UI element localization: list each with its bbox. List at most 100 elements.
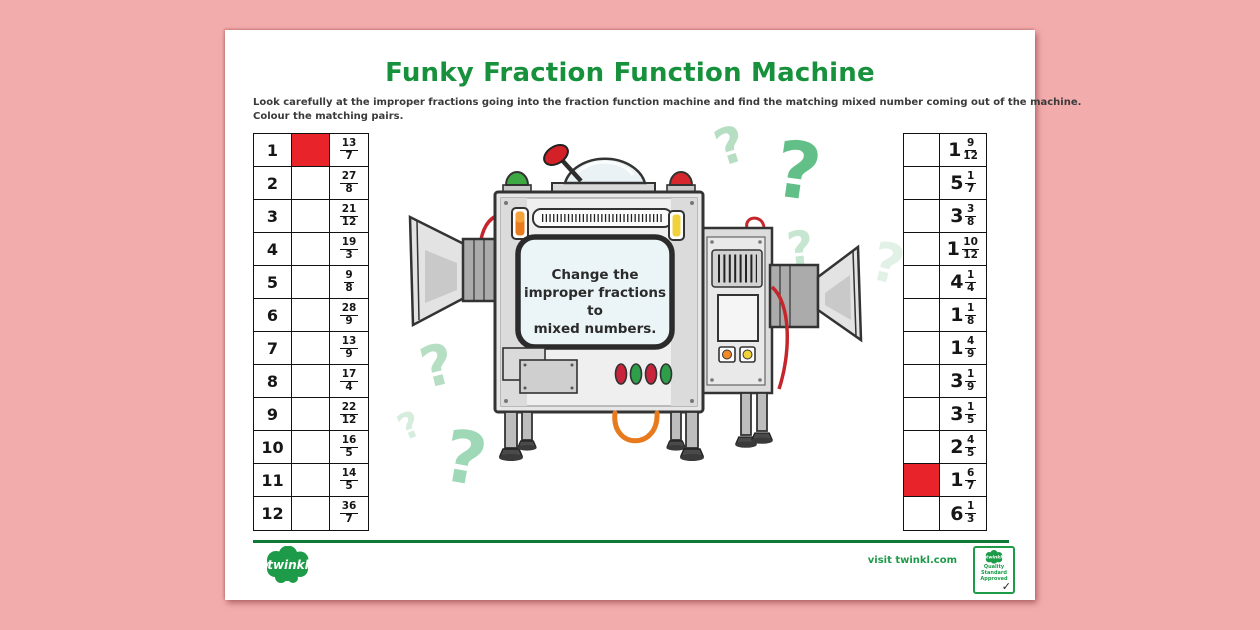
row-number: 10 (254, 431, 292, 464)
row-number: 8 (254, 365, 292, 398)
indicator-lights (614, 363, 673, 385)
machine-legs (498, 411, 705, 462)
colour-cell[interactable] (292, 299, 330, 332)
lever[interactable] (540, 141, 583, 183)
row-number: 11 (254, 464, 292, 497)
right-horn (768, 244, 863, 343)
yellow-button[interactable] (668, 210, 685, 241)
colour-cell[interactable] (904, 332, 940, 365)
colour-cell[interactable] (292, 431, 330, 464)
row-number: 3 (254, 200, 292, 233)
colour-cell[interactable] (904, 266, 940, 299)
row-number: 9 (254, 398, 292, 431)
machine-screen (515, 234, 675, 350)
orange-button[interactable] (511, 207, 529, 240)
orange-cable (612, 410, 660, 444)
colour-cell[interactable] (904, 464, 940, 497)
colour-cell[interactable] (904, 299, 940, 332)
colour-cell[interactable] (904, 233, 940, 266)
side-yellow-button[interactable] (739, 346, 756, 363)
colour-cell[interactable] (292, 134, 330, 167)
page-title: Funky Fraction Function Machine (385, 58, 875, 88)
colour-cell[interactable] (292, 398, 330, 431)
colour-cell[interactable] (904, 398, 940, 431)
colour-cell[interactable] (904, 134, 940, 167)
colour-cell[interactable] (904, 497, 940, 530)
badge-line2: Approved (980, 576, 1008, 582)
row-number: 5 (254, 266, 292, 299)
colour-cell[interactable] (292, 167, 330, 200)
colour-cell[interactable] (904, 200, 940, 233)
colour-cell[interactable] (292, 332, 330, 365)
twinkl-logo: twinkl (267, 546, 310, 583)
row-number: 6 (254, 299, 292, 332)
instructions-line1: Look carefully at the improper fractions… (253, 97, 1082, 108)
colour-cell[interactable] (292, 200, 330, 233)
foot (750, 432, 774, 445)
patch-panel (502, 347, 578, 394)
question-mark-icon: ? (414, 331, 461, 402)
visit-link[interactable]: visit twinkl.com (867, 555, 957, 566)
colour-cell[interactable] (904, 167, 940, 200)
main-body (493, 190, 705, 414)
question-mark-icon: ? (395, 403, 427, 449)
side-leg (740, 392, 752, 436)
vent-grill (711, 249, 763, 288)
row-number: 7 (254, 332, 292, 365)
colour-cell[interactable] (292, 266, 330, 299)
side-orange-button[interactable] (718, 346, 736, 363)
colour-cell[interactable] (904, 365, 940, 398)
badge-cloud: twinkl (985, 550, 1002, 564)
svg-text:twinkl: twinkl (986, 555, 1002, 561)
colour-cell[interactable] (292, 497, 330, 530)
green-light (502, 171, 532, 194)
colour-cell[interactable] (292, 464, 330, 497)
colour-cell[interactable] (904, 431, 940, 464)
question-mark-icon: ? (865, 229, 911, 298)
footer-divider (253, 540, 1009, 543)
colour-cell[interactable] (292, 365, 330, 398)
function-machine-illustration: ? ? ? ? ? ? ? (395, 125, 911, 503)
check-icon: ✓ (1001, 580, 1011, 593)
right-cable (770, 285, 790, 390)
colour-cell[interactable] (292, 233, 330, 266)
